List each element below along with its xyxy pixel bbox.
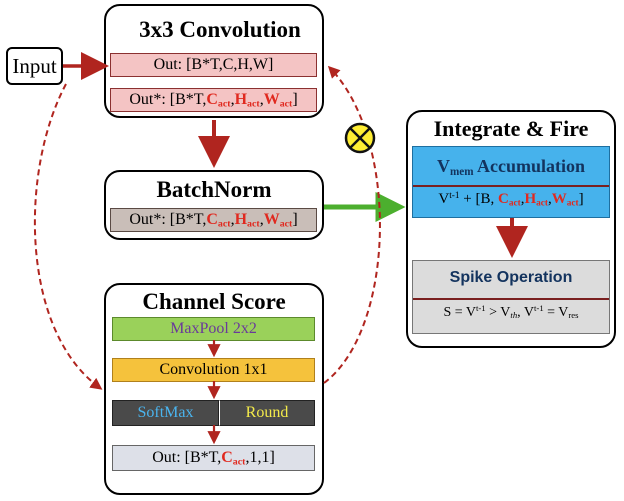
conv3x3-title: 3x3 Convolution <box>139 17 301 42</box>
conv3x3-out: Out: [B*T,C,H,W] <box>110 53 317 77</box>
spike-operation: Spike Operation S = Vt-1 > Vth, Vt-1 = V… <box>412 260 610 334</box>
conv3x3-block: 3x3 Convolution Out: [B*T,C,H,W] Out*: [… <box>104 4 324 118</box>
dashed-input-to-channel-score <box>33 83 103 390</box>
channel-score-title: Channel Score <box>142 289 286 314</box>
dashed-channel-score-to-conv <box>323 65 381 384</box>
maxpool-layer: MaxPool 2x2 <box>112 317 315 341</box>
conv3x3-outstar: Out*: [B*T,Cact,Hact,Wact] <box>110 88 317 112</box>
input-label: Input <box>12 53 57 78</box>
input-box: Input <box>6 47 63 85</box>
vmem-accumulation: Vmem Accumulation Vt-1 + [B, Cact,Hact,W… <box>412 146 610 218</box>
conv1x1-layer: Convolution 1x1 <box>112 358 315 382</box>
integrate-fire-title: Integrate & Fire <box>433 116 589 141</box>
round-layer: Round <box>219 400 315 426</box>
multiply-icon <box>344 122 376 154</box>
softmax-layer: SoftMax <box>112 400 219 426</box>
channel-score-block: Channel Score MaxPool 2x2 Convolution 1x… <box>104 283 324 495</box>
integrate-fire-block: Integrate & Fire Vmem Accumulation Vt-1 … <box>406 110 616 348</box>
spike-operation-title: Spike Operation <box>449 269 573 286</box>
batchnorm-title: BatchNorm <box>156 177 272 202</box>
batchnorm-outstar: Out*: [B*T,Cact,Hact,Wact] <box>110 208 317 232</box>
channel-score-out: Out: [B*T,Cact,1,1] <box>112 445 315 471</box>
batchnorm-block: BatchNorm Out*: [B*T,Cact,Hact,Wact] <box>104 170 324 240</box>
